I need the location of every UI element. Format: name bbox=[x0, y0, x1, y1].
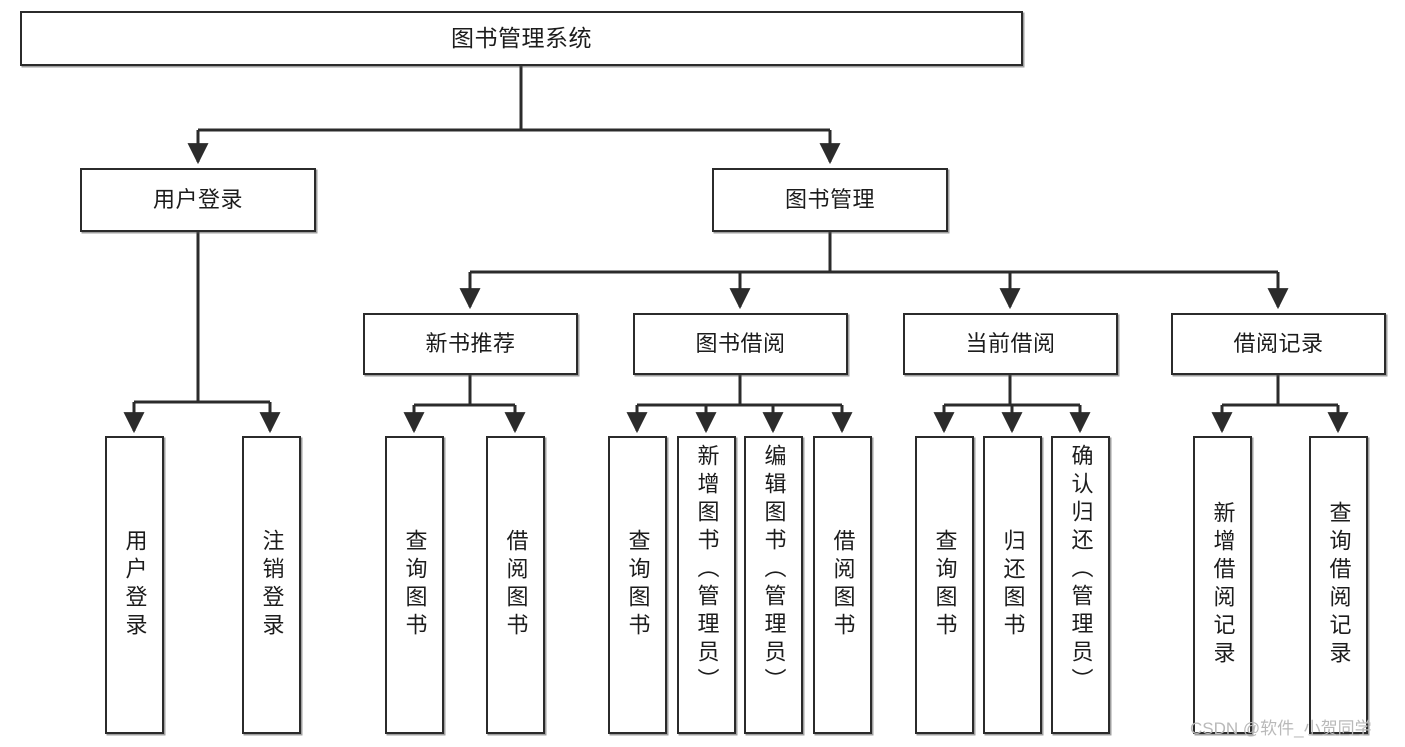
leaf-current-confirm-return-admin[interactable]: 确认归还（管理员） bbox=[1051, 436, 1110, 734]
node-user-login[interactable]: 用户登录 bbox=[80, 168, 316, 232]
leaf-user-login-signin[interactable]: 用户登录 bbox=[105, 436, 164, 734]
node-label: 归还图书 bbox=[1000, 529, 1026, 641]
leaf-recommend-borrow-book[interactable]: 借阅图书 bbox=[486, 436, 545, 734]
node-label: 图书借阅 bbox=[695, 331, 786, 357]
node-label: 查询借阅记录 bbox=[1326, 501, 1352, 669]
node-root-library-management-system[interactable]: 图书管理系统 bbox=[20, 11, 1023, 66]
node-label: 图书管理系统 bbox=[451, 24, 592, 51]
leaf-recommend-query-book[interactable]: 查询图书 bbox=[385, 436, 444, 734]
leaf-record-query-borrow-record[interactable]: 查询借阅记录 bbox=[1309, 436, 1368, 734]
leaf-borrow-borrow-book[interactable]: 借阅图书 bbox=[813, 436, 872, 734]
node-label: 借阅记录 bbox=[1233, 331, 1324, 357]
node-book-borrowing[interactable]: 图书借阅 bbox=[633, 313, 848, 375]
node-label: 借阅图书 bbox=[503, 529, 529, 641]
leaf-record-add-borrow-record[interactable]: 新增借阅记录 bbox=[1193, 436, 1252, 734]
leaf-user-login-signout[interactable]: 注销登录 bbox=[242, 436, 301, 734]
node-label: 注销登录 bbox=[259, 529, 285, 641]
node-label: 新增图书（管理员） bbox=[694, 444, 720, 696]
node-book-management[interactable]: 图书管理 bbox=[712, 168, 948, 232]
node-label: 编辑图书（管理员） bbox=[761, 444, 787, 696]
node-label: 确认归还（管理员） bbox=[1068, 444, 1094, 696]
leaf-borrow-edit-book-admin[interactable]: 编辑图书（管理员） bbox=[744, 436, 803, 734]
node-label: 当前借阅 bbox=[965, 331, 1056, 357]
leaf-current-return-book[interactable]: 归还图书 bbox=[983, 436, 1042, 734]
node-label: 新书推荐 bbox=[425, 331, 516, 357]
leaf-current-query-book[interactable]: 查询图书 bbox=[915, 436, 974, 734]
node-label: 用户登录 bbox=[152, 187, 243, 213]
node-label: 新增借阅记录 bbox=[1210, 501, 1236, 669]
node-borrowing-record[interactable]: 借阅记录 bbox=[1171, 313, 1386, 375]
csdn-watermark: CSDN @软件_小贺同学 bbox=[1190, 719, 1372, 738]
node-label: 借阅图书 bbox=[830, 529, 856, 641]
node-new-book-recommendation[interactable]: 新书推荐 bbox=[363, 313, 578, 375]
node-label: 查询图书 bbox=[402, 529, 428, 641]
node-label: 查询图书 bbox=[932, 529, 958, 641]
node-label: 查询图书 bbox=[625, 529, 651, 641]
node-label: 用户登录 bbox=[122, 529, 148, 641]
leaf-borrow-add-book-admin[interactable]: 新增图书（管理员） bbox=[677, 436, 736, 734]
leaf-borrow-query-book[interactable]: 查询图书 bbox=[608, 436, 667, 734]
node-current-borrowing[interactable]: 当前借阅 bbox=[903, 313, 1118, 375]
node-label: 图书管理 bbox=[784, 187, 875, 213]
